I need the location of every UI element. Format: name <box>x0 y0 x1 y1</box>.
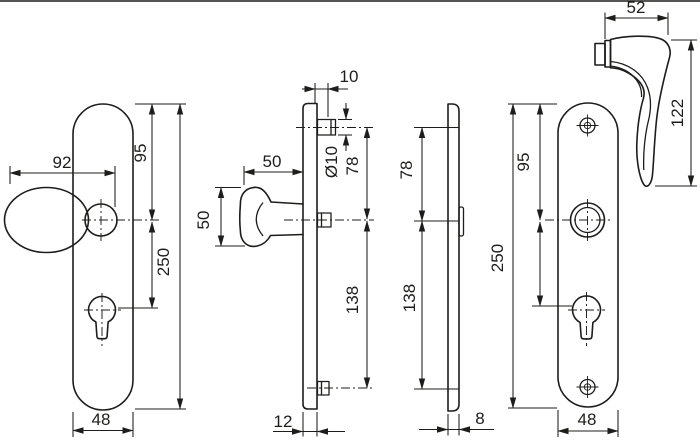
dim-stud-to-spindle: 78 <box>343 157 362 176</box>
backplate-outline <box>557 102 619 408</box>
knob-side-profile <box>239 186 304 248</box>
screw-top-icon <box>576 114 599 137</box>
view-lever-plate-front: 52 122 95 250 48 <box>488 0 697 437</box>
dim-knob-diameter: 50 <box>194 211 213 230</box>
dim-plate-thickness: 8 <box>475 409 484 428</box>
backplate-outline <box>72 103 134 411</box>
backplate-edge-outline <box>302 102 318 410</box>
hub-bump <box>458 206 465 237</box>
centerlines <box>82 199 160 346</box>
view-blank-plate-side: 78 138 8 <box>397 103 494 436</box>
knob-waist-curve <box>255 202 264 237</box>
lever-grip-contour-2 <box>610 65 643 98</box>
dimension-lines <box>9 103 184 434</box>
dim-plate-length: 250 <box>154 248 173 276</box>
view-knob-plate-front: 92 95 250 48 <box>3 103 186 437</box>
lever-grip-contour-1 <box>610 60 652 171</box>
dimension-lines <box>217 85 371 435</box>
dim-centre-to-bottom: 138 <box>400 284 419 312</box>
dim-top-to-lever: 95 <box>514 153 533 172</box>
dim-plate-length: 250 <box>488 244 507 272</box>
extension-lines <box>215 83 352 437</box>
screw-bottom-icon <box>576 376 599 398</box>
dim-top-to-knob: 95 <box>131 144 150 163</box>
centerlines <box>284 127 374 389</box>
dim-stud-projection: 10 <box>340 67 359 86</box>
knob-oval <box>3 186 90 254</box>
dim-lever-length: 122 <box>668 99 687 127</box>
extension-lines <box>508 12 697 437</box>
lever-grip-outline <box>609 35 671 188</box>
plate-profile-outline <box>447 103 460 412</box>
dim-knob-width: 92 <box>53 153 72 172</box>
dim-top-to-centre: 78 <box>397 161 416 180</box>
dim-lever-projection: 52 <box>627 0 646 17</box>
dimension-lines <box>509 14 695 435</box>
spindle-hub <box>545 199 613 241</box>
dim-stud-diameter: Ø10 <box>322 146 341 178</box>
dim-plate-width: 48 <box>578 410 597 429</box>
dim-plate-projection: 12 <box>274 412 293 431</box>
cylinder-keyhole <box>87 295 117 340</box>
cylinder-keyhole <box>571 295 602 340</box>
dim-plate-width: 48 <box>92 410 111 429</box>
lever-handle <box>594 35 671 188</box>
dimension-lines <box>418 126 494 433</box>
dim-spindle-to-stud: 138 <box>343 286 362 314</box>
view-knob-plate-side: 10 50 50 Ø10 78 138 12 <box>194 67 374 437</box>
lever-spindle-cap <box>594 42 606 66</box>
dim-knob-depth: 50 <box>263 152 282 171</box>
